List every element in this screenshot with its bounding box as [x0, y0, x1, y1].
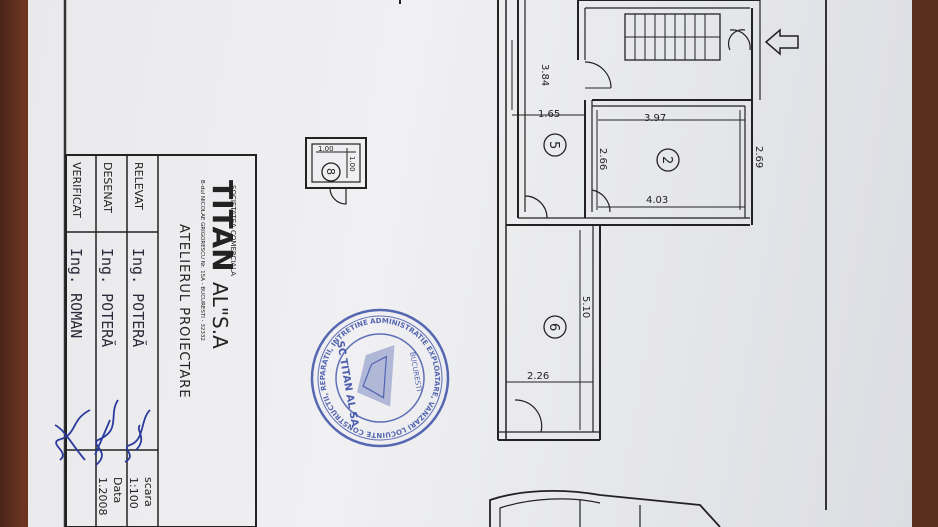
role-verificat: VERIFICAT	[70, 162, 83, 218]
name-desenat: Ing. POTERĂ	[98, 248, 117, 347]
dimension-labels: 3.84 1.65 3.97 2.66 2.69 4.03 5.10 2.26 …	[318, 64, 764, 382]
room-5-label: 5	[546, 141, 561, 149]
scale-label: scara	[142, 477, 155, 507]
dim-100b: 1.00	[348, 156, 356, 172]
room-6-label: 6	[546, 323, 561, 331]
company-stamp: ADMINISTRATIE EXPLOATARE, VANZARI LOCUIN…	[309, 307, 450, 448]
signature-verificat	[54, 409, 91, 461]
name-relevat: Ing. POTERĂ	[129, 248, 148, 347]
title-block: SOCIETATEA COMERCIALA TITAN AL"S.A B-dul…	[54, 154, 257, 527]
role-desenat: DESENAT	[101, 162, 114, 213]
dim-386: 3.84	[539, 64, 550, 86]
scale-value: 1:100	[127, 477, 140, 509]
company-suffix: AL"S.A	[208, 282, 232, 349]
dim-397: 3.97	[644, 113, 666, 124]
date-value: 1.2008	[96, 477, 109, 516]
signature-desenat	[94, 399, 119, 466]
dim-165: 1.65	[538, 109, 560, 120]
paper-sheet	[28, 0, 912, 527]
dim-266: 2.66	[597, 148, 608, 170]
room-8-label: 8	[324, 168, 337, 175]
company-name: TITAN	[206, 180, 239, 272]
company-small-text: SOCIETATEA COMERCIALA	[229, 185, 237, 276]
dim-403: 4.03	[646, 195, 668, 206]
dim-100a: 1.00	[318, 145, 334, 153]
name-verificat: Ing. ROMAN	[67, 248, 85, 338]
floor-plan	[305, 0, 799, 527]
date-label: Data	[111, 477, 124, 503]
signature-relevat	[124, 409, 151, 463]
dim-510: 5.10	[580, 296, 591, 318]
room-markers: 5 2 6 8	[321, 133, 680, 339]
dim-226: 2.26	[527, 371, 549, 382]
dim-269: 2.69	[753, 146, 764, 168]
company-address: B-dul NICOLAE GRIGORESCU Nr. 15A - BUCUR…	[199, 180, 205, 341]
room-2-label: 2	[659, 156, 674, 164]
department-text: ATELIERUL PROIECTARE	[176, 224, 191, 399]
stamp-city: BUCURESTI	[408, 351, 423, 392]
title-block-border	[65, 154, 257, 527]
role-relevat: RELEVAT	[132, 162, 145, 210]
